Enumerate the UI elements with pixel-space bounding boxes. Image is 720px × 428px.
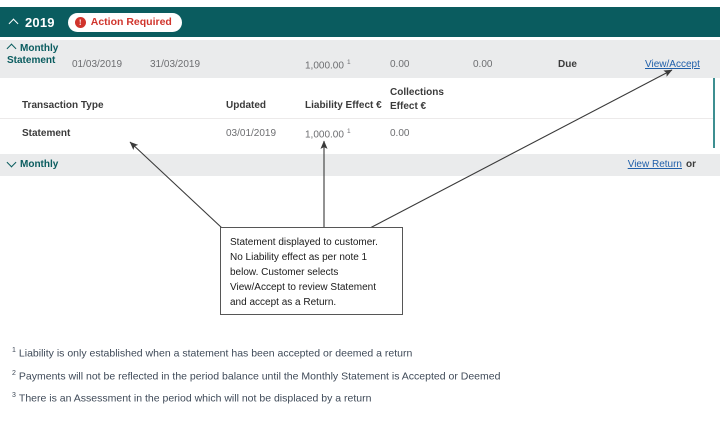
footnote-1-text: Liability is only established when a sta… <box>18 347 413 360</box>
footnote-2-text: Payments will not be reflected in the pe… <box>18 370 501 382</box>
alert-exclamation-icon: ! <box>74 16 86 28</box>
column-header-transaction-type: Transaction Type <box>22 100 104 111</box>
chevron-up-icon[interactable] <box>9 17 20 28</box>
footnote-3-text: There is an Assessment in the period whi… <box>18 392 372 405</box>
column-header-collections-effect: Collections Effect € <box>390 87 444 112</box>
status-badge: ! Action Required <box>67 12 182 32</box>
summary-status: Due <box>558 59 577 70</box>
summary-balance: 0.00 <box>473 59 493 70</box>
summary-period-start: 01/03/2019 <box>72 59 123 70</box>
footnote-2-marker: 2 <box>12 369 16 377</box>
footnote-marker: 1 <box>346 128 351 135</box>
table-row-divider <box>0 118 713 119</box>
monthly-row-actions: View Return or <box>628 159 696 170</box>
cell-collections-effect: 0.00 <box>390 128 410 139</box>
monthly-collapsed-row[interactable]: Monthly View Return or <box>0 154 720 176</box>
action-separator: or <box>686 159 696 170</box>
view-return-link[interactable]: View Return <box>627 159 682 170</box>
annotation-callout-text: Statement displayed to customer. No Liab… <box>230 237 378 308</box>
year-label: 2019 <box>25 14 55 30</box>
year-header-bar[interactable]: 2019 ! Action Required <box>0 7 720 37</box>
annotation-callout-box: Statement displayed to customer. No Liab… <box>220 227 403 315</box>
footnote-1-marker: 1 <box>12 347 16 354</box>
column-header-updated: Updated <box>226 100 266 111</box>
monthly-statement-summary-row[interactable]: Monthly Statement 01/03/2019 31/03/2019 … <box>0 40 720 78</box>
monthly-row-label: Monthly <box>20 159 59 170</box>
cell-updated: 03/01/2019 <box>226 128 277 139</box>
summary-title[interactable]: Monthly Statement <box>7 42 69 67</box>
column-header-liability-effect: Liability Effect € <box>305 100 382 111</box>
monthly-row-toggle[interactable]: Monthly <box>7 158 58 170</box>
cell-transaction-type: Statement <box>22 128 71 139</box>
chevron-down-icon[interactable] <box>7 158 18 169</box>
summary-collections-effect: 0.00 <box>390 59 410 70</box>
footnote-marker: 1 <box>346 59 351 66</box>
summary-title-label: Monthly Statement <box>7 43 59 66</box>
transaction-table: Transaction Type Updated Liability Effec… <box>0 78 715 148</box>
view-accept-link[interactable]: View/Accept <box>645 59 700 70</box>
summary-period-end: 31/03/2019 <box>150 59 201 70</box>
chevron-up-icon[interactable] <box>7 42 18 53</box>
status-badge-label: Action Required <box>90 16 172 28</box>
footnote-3-marker: 3 <box>12 392 16 399</box>
